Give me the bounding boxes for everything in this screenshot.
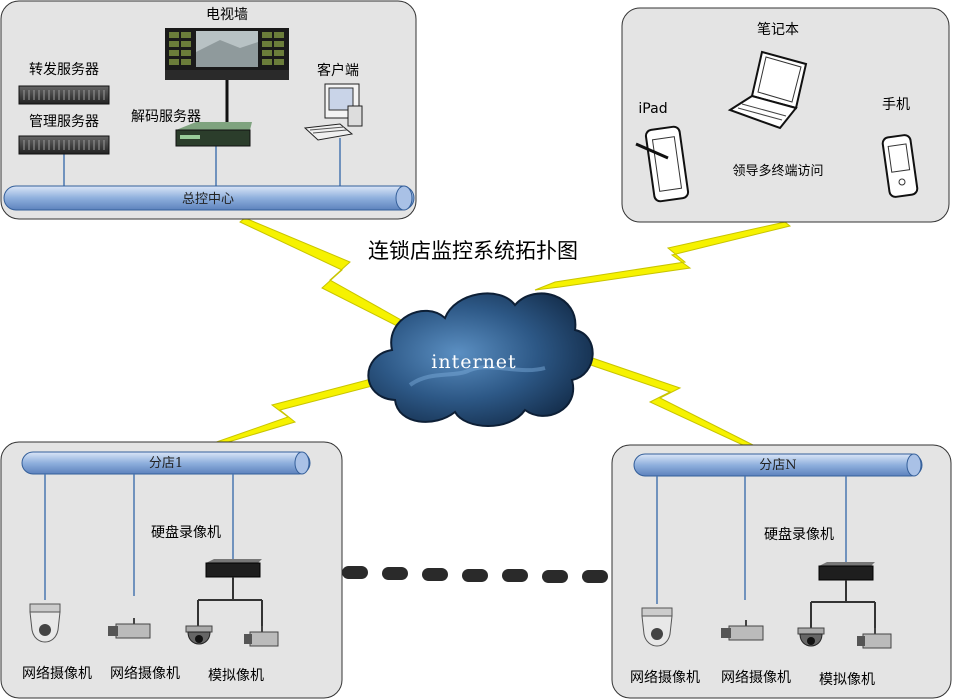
branch1-dvr-label: 硬盘录像机 bbox=[151, 524, 221, 541]
branch1-analog-dome-icon bbox=[185, 625, 213, 645]
client-label: 客户端 bbox=[317, 62, 359, 79]
manage-server-icon bbox=[18, 135, 110, 155]
client-computer-icon bbox=[303, 83, 363, 141]
link-bolt-branch1 bbox=[204, 377, 381, 447]
decode-server-label: 解码服务器 bbox=[131, 109, 201, 125]
link-bolt-branchN bbox=[569, 351, 756, 447]
branch1-analog-box-icon bbox=[244, 626, 279, 647]
diagram-title: 连锁店监控系统拓扑图 bbox=[368, 239, 578, 263]
branch1-net-cam-2-label: 网络摄像机 bbox=[110, 666, 180, 682]
branch1-net-camera-icon bbox=[108, 618, 151, 639]
link-bolt-mobile bbox=[534, 221, 792, 291]
phone-icon bbox=[881, 134, 919, 198]
tv-wall-label: 电视墙 bbox=[206, 7, 248, 23]
branch1-analog-cam-label: 模拟像机 bbox=[208, 668, 264, 684]
branchN-panel bbox=[611, 444, 952, 699]
branch-ellipsis-connector bbox=[342, 566, 608, 583]
branchN-bus bbox=[633, 453, 923, 477]
branch1-panel bbox=[0, 441, 343, 699]
branch1-dvr-icon bbox=[205, 559, 262, 578]
branchN-analog-cam-label: 模拟像机 bbox=[819, 672, 875, 688]
tv-wall-icon bbox=[165, 28, 289, 80]
branchN-dvr-icon bbox=[818, 562, 875, 581]
branch1-net-cam-1-label: 网络摄像机 bbox=[22, 666, 92, 682]
laptop-label: 笔记本 bbox=[757, 22, 799, 38]
hq-bus bbox=[3, 185, 415, 211]
branch1-dome-camera-icon bbox=[29, 603, 61, 643]
laptop-icon bbox=[727, 50, 808, 130]
hq-panel bbox=[0, 0, 417, 220]
forward-server-label: 转发服务器 bbox=[29, 62, 99, 78]
branch1-bus-label: 分店1 bbox=[149, 456, 183, 471]
branchN-net-camera-icon bbox=[721, 620, 764, 641]
internet-label: internet bbox=[431, 351, 516, 373]
branchN-net-cam-2-label: 网络摄像机 bbox=[721, 670, 791, 686]
branch1-bus bbox=[21, 451, 311, 475]
hq-bus-label: 总控中心 bbox=[182, 192, 234, 207]
branchN-analog-dome-icon bbox=[797, 627, 825, 647]
decode-server-icon bbox=[175, 122, 252, 147]
phone-label: 手机 bbox=[882, 97, 910, 113]
ipad-icon bbox=[635, 125, 690, 203]
branchN-dome-camera-icon bbox=[641, 607, 673, 647]
link-bolt-hq bbox=[239, 217, 411, 331]
branchN-net-cam-1-label: 网络摄像机 bbox=[630, 670, 700, 686]
ipad-label: iPad bbox=[638, 101, 667, 117]
branchN-analog-box-icon bbox=[857, 628, 892, 649]
branchN-bus-label: 分店N bbox=[759, 458, 796, 473]
internet-cloud-icon bbox=[367, 292, 594, 427]
forward-server-icon bbox=[18, 85, 110, 105]
manage-server-label: 管理服务器 bbox=[29, 114, 99, 130]
branchN-dvr-label: 硬盘录像机 bbox=[764, 526, 834, 543]
mobile-caption: 领导多终端访问 bbox=[732, 163, 823, 179]
